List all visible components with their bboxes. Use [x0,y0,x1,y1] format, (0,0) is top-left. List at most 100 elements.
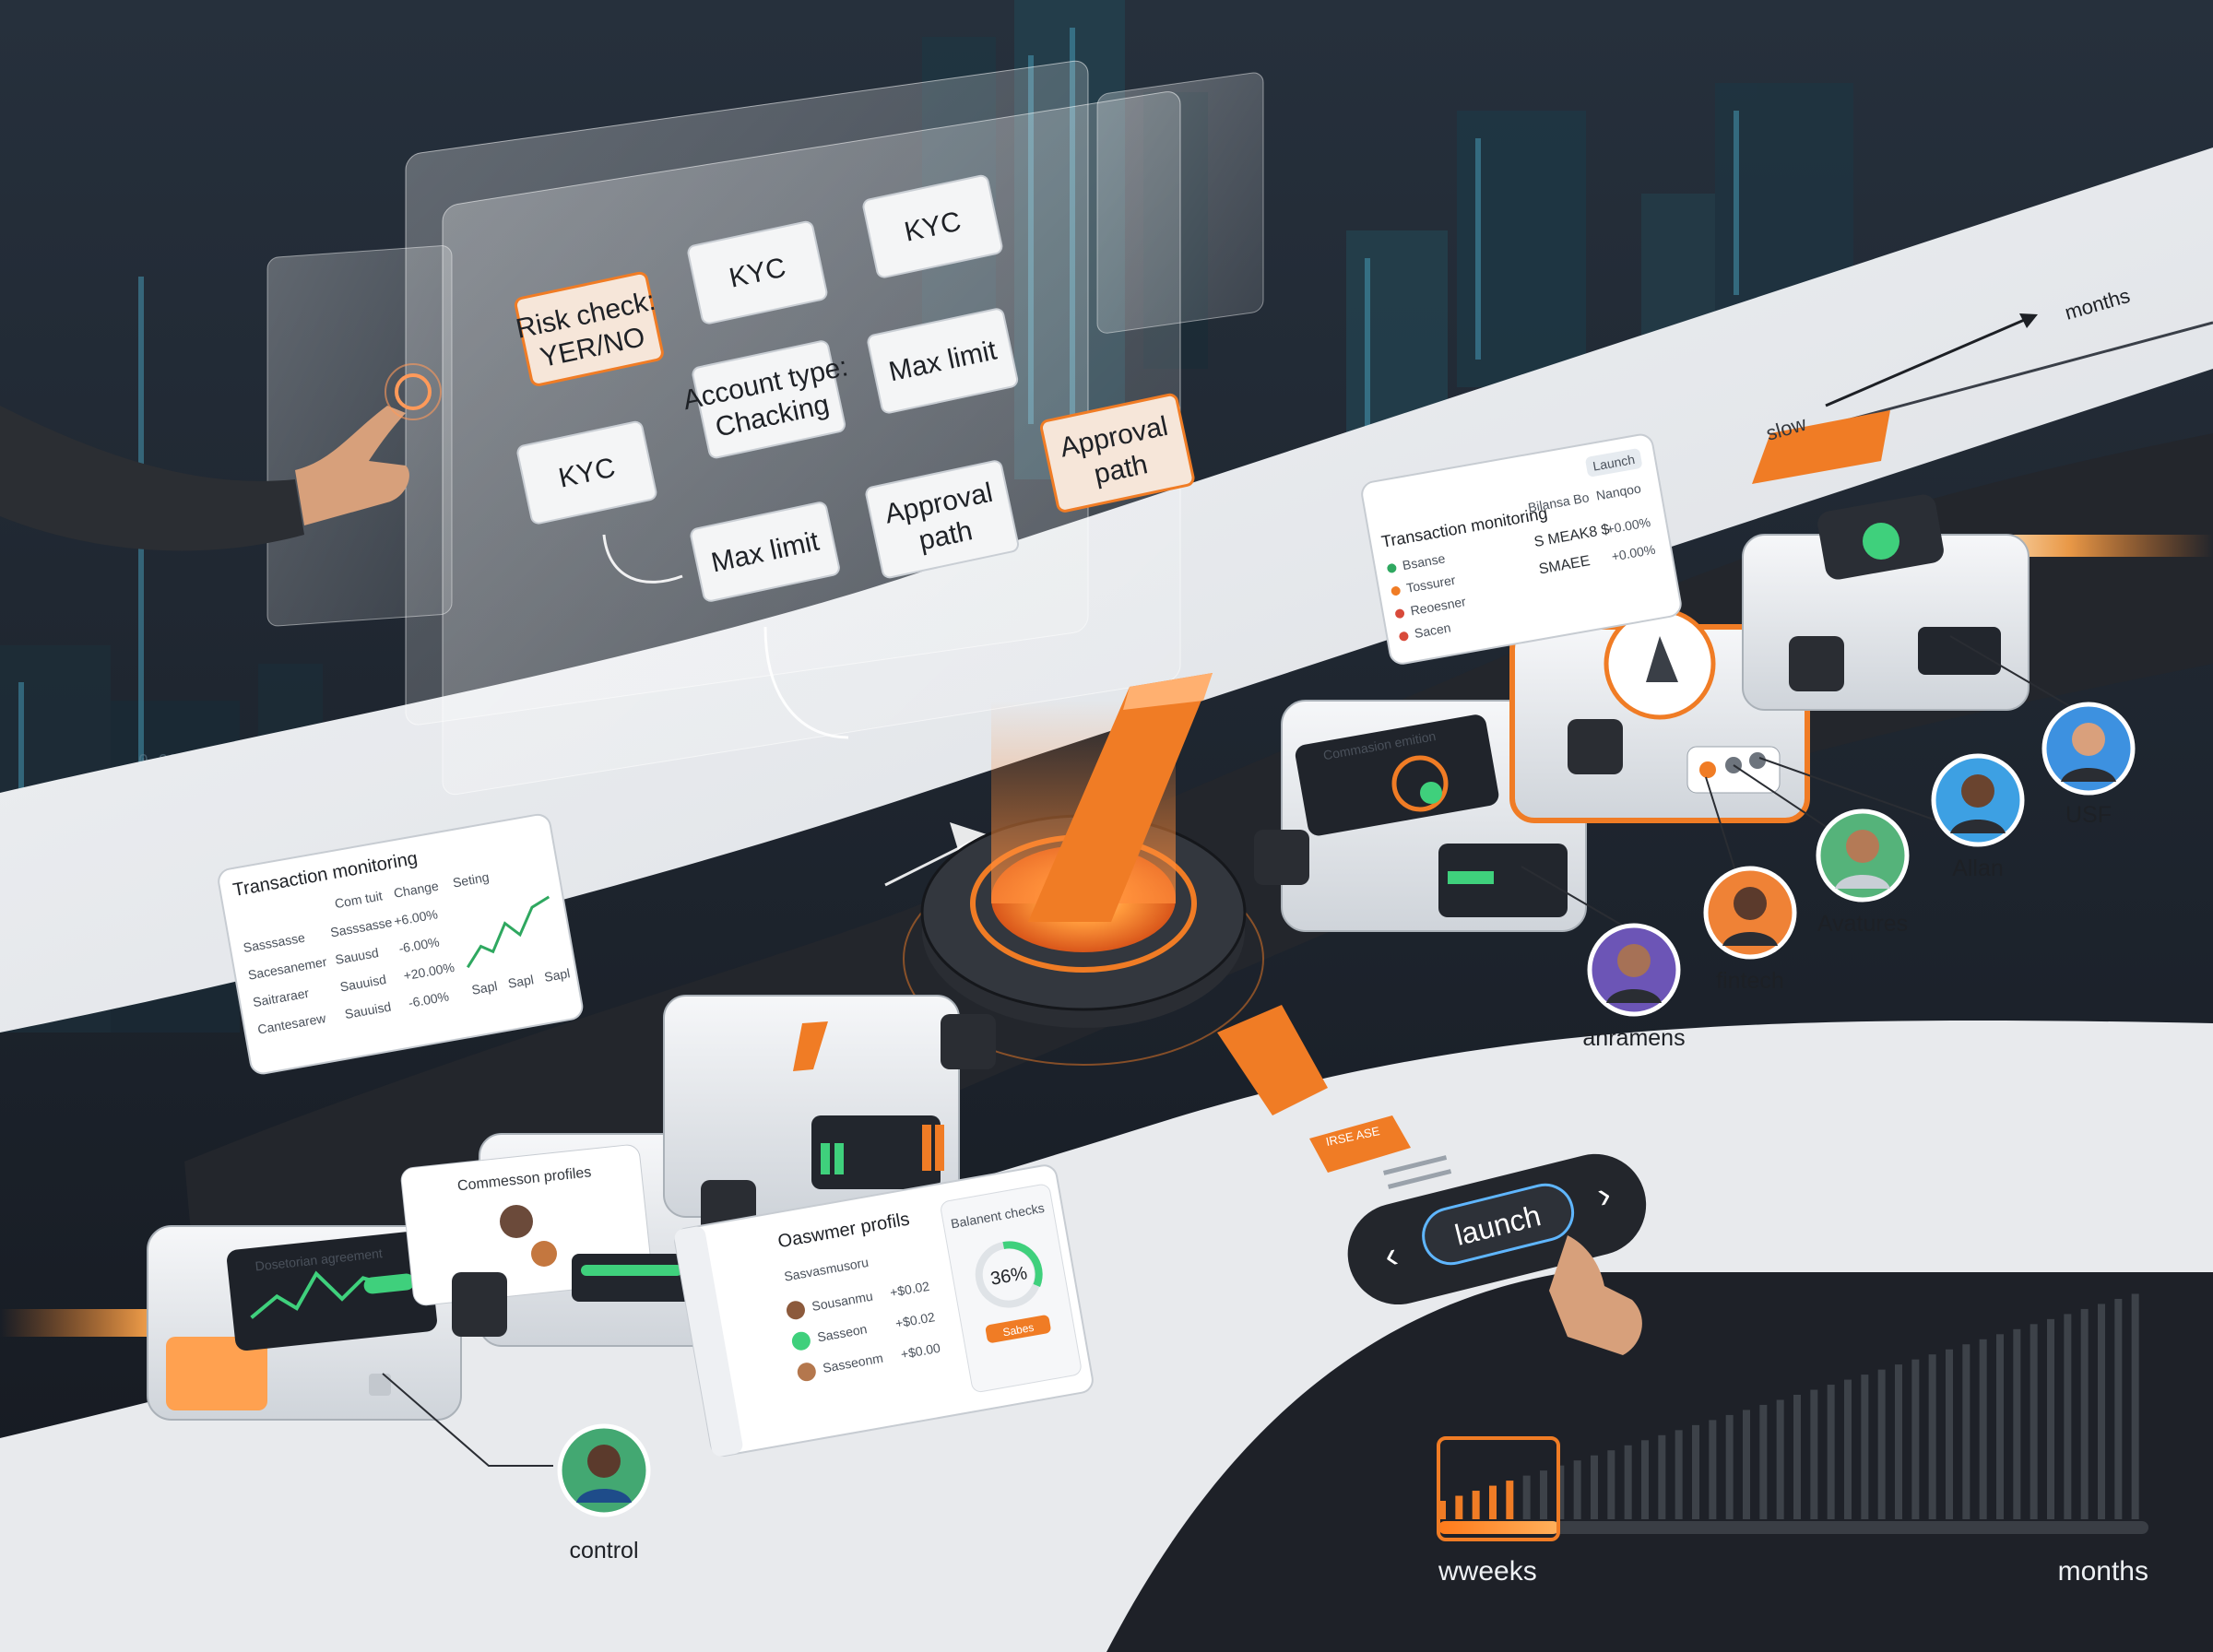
scale-bar [1455,1495,1463,1519]
scale-progress [1438,1521,1559,1534]
scale-bar [1607,1450,1615,1519]
scale-bar [1556,1465,1565,1519]
scale-bar [1928,1354,1936,1519]
svg-text:control: control [569,1538,638,1564]
svg-text:USF: USF [2065,802,2112,828]
customer-profiles-card: Oaswmer profils Sasvasmusoru Sousanmu +$… [674,1164,1094,1457]
person-allan: Allan [1931,753,2025,881]
svg-text:fintech: fintech [1716,968,1784,994]
svg-text:-6.00%: -6.00% [397,934,440,955]
scale-bar [1438,1501,1446,1519]
scale-bar [2013,1328,2021,1519]
scale-bar [1946,1349,1953,1519]
svg-text:+$0.02: +$0.02 [894,1309,937,1330]
monitoring-launch-button[interactable] [1585,448,1643,478]
scale-bar [1709,1420,1717,1519]
scale-bar [2080,1308,2089,1519]
scale-bar [1692,1424,1699,1519]
svg-text:Sapl: Sapl [470,978,498,997]
scale-bar [2047,1318,2054,1519]
svg-text:Launch: Launch [1592,452,1636,474]
scale-bar [1793,1395,1801,1519]
scale-bar [1506,1481,1514,1519]
person-usf: USF [2041,702,2136,828]
workflow-node-account-type[interactable]: Account type: Chacking [677,337,860,463]
launch-button[interactable] [1417,1179,1579,1269]
central-hub [903,673,1328,1115]
scale-bar [1911,1359,1920,1519]
workflow-node[interactable]: KYC [687,220,828,324]
scale-start-label: wweeks [1438,1556,1537,1587]
transaction-monitoring-card-right: Transaction monitoring Launch Bilansa Bo… [1361,433,1682,665]
scale-bar [1624,1445,1632,1519]
scale-bar [1743,1410,1750,1519]
scale-bar [1962,1344,1970,1519]
scale-bar [1675,1430,1683,1519]
svg-text:Sapl: Sapl [507,972,535,991]
person-fintech: fintech [1703,866,1797,994]
workflow-node[interactable]: Max limit [867,308,1019,414]
scale-bar [1759,1404,1768,1519]
monitoring-left-sparkline [466,895,550,969]
svg-text:anramens: anramens [1582,1025,1685,1051]
svg-text:+$0.00: +$0.00 [900,1340,942,1362]
scale-bars [1438,1293,2139,1519]
launch-control: ‹ › launch [1347,1153,1647,1305]
scale-end-label: months [2058,1556,2148,1587]
scale-bar [1540,1470,1547,1519]
device-module-3 [663,995,960,1218]
person-avatures: Avatures [1816,808,1910,937]
scale-bar [1641,1440,1649,1519]
scale-bar [2030,1324,2038,1519]
svg-text:Sabes: Sabes [1001,1321,1035,1339]
orange-blade [1028,673,1213,922]
scale-bar [2098,1304,2105,1519]
scale-bar [1996,1334,2004,1519]
people: control anramens fintech Avatures Allan [382,635,2136,1564]
device-module-1: Dosetorian agreement [147,1225,462,1421]
scale-bar [1844,1379,1852,1519]
person-control: control [557,1423,651,1564]
svg-text:-6.00%: -6.00% [408,988,450,1009]
scale-bar [1827,1385,1835,1519]
workflow-node[interactable]: KYC [862,174,1003,278]
scale-bar [1725,1414,1734,1519]
workflow-node[interactable]: KYC [516,420,657,525]
svg-text:Sapl: Sapl [543,965,571,985]
person-anramens: anramens [1582,923,1686,1051]
transaction-monitoring-card-left: Transaction monitoring Com tuit Change S… [218,813,584,1075]
scale-bar [1522,1475,1531,1519]
workflow-nodes: Risk check: YER/NO KYC KYC Account type:… [510,174,1195,887]
risk-check-node[interactable]: Risk check: YER/NO [510,271,667,387]
scale-bar [1877,1369,1886,1519]
svg-text:Avatures: Avatures [1817,911,1908,937]
pressing-hand [1549,1235,1642,1355]
scale-bar [1861,1375,1869,1519]
pointing-hand [0,363,442,551]
scale-window [1437,1436,1560,1541]
scale-bar [2114,1298,2123,1519]
scale-bar [1489,1485,1497,1519]
scale-bar [1591,1455,1598,1519]
scale-bar [1472,1491,1480,1519]
workflow-node[interactable]: Max limit [690,502,840,602]
top-timeline: slow months [1752,284,2213,484]
scale-bar [2064,1314,2072,1519]
workflow-node-approval[interactable]: Approval path [865,460,1020,579]
device-module-2: Commesson profiles [400,1133,720,1347]
scale-bar [1776,1399,1784,1519]
scale-bar [1810,1389,1818,1519]
scale-bar [1658,1434,1666,1519]
scale-bar [2131,1293,2139,1519]
svg-text:Allan: Allan [1952,856,2004,881]
scale-bar [1573,1460,1581,1519]
glass-panel-mid [442,91,1181,796]
scale-track [1438,1521,2148,1534]
svg-text:Sacen: Sacen [1414,620,1452,641]
col-seting: Seting [452,869,491,891]
scale-bar [1979,1339,1987,1519]
svg-text:+$0.02: +$0.02 [889,1279,931,1300]
workflow-node-approval-highlight[interactable]: Approval path [1039,393,1195,513]
scale-bar [1895,1364,1902,1519]
